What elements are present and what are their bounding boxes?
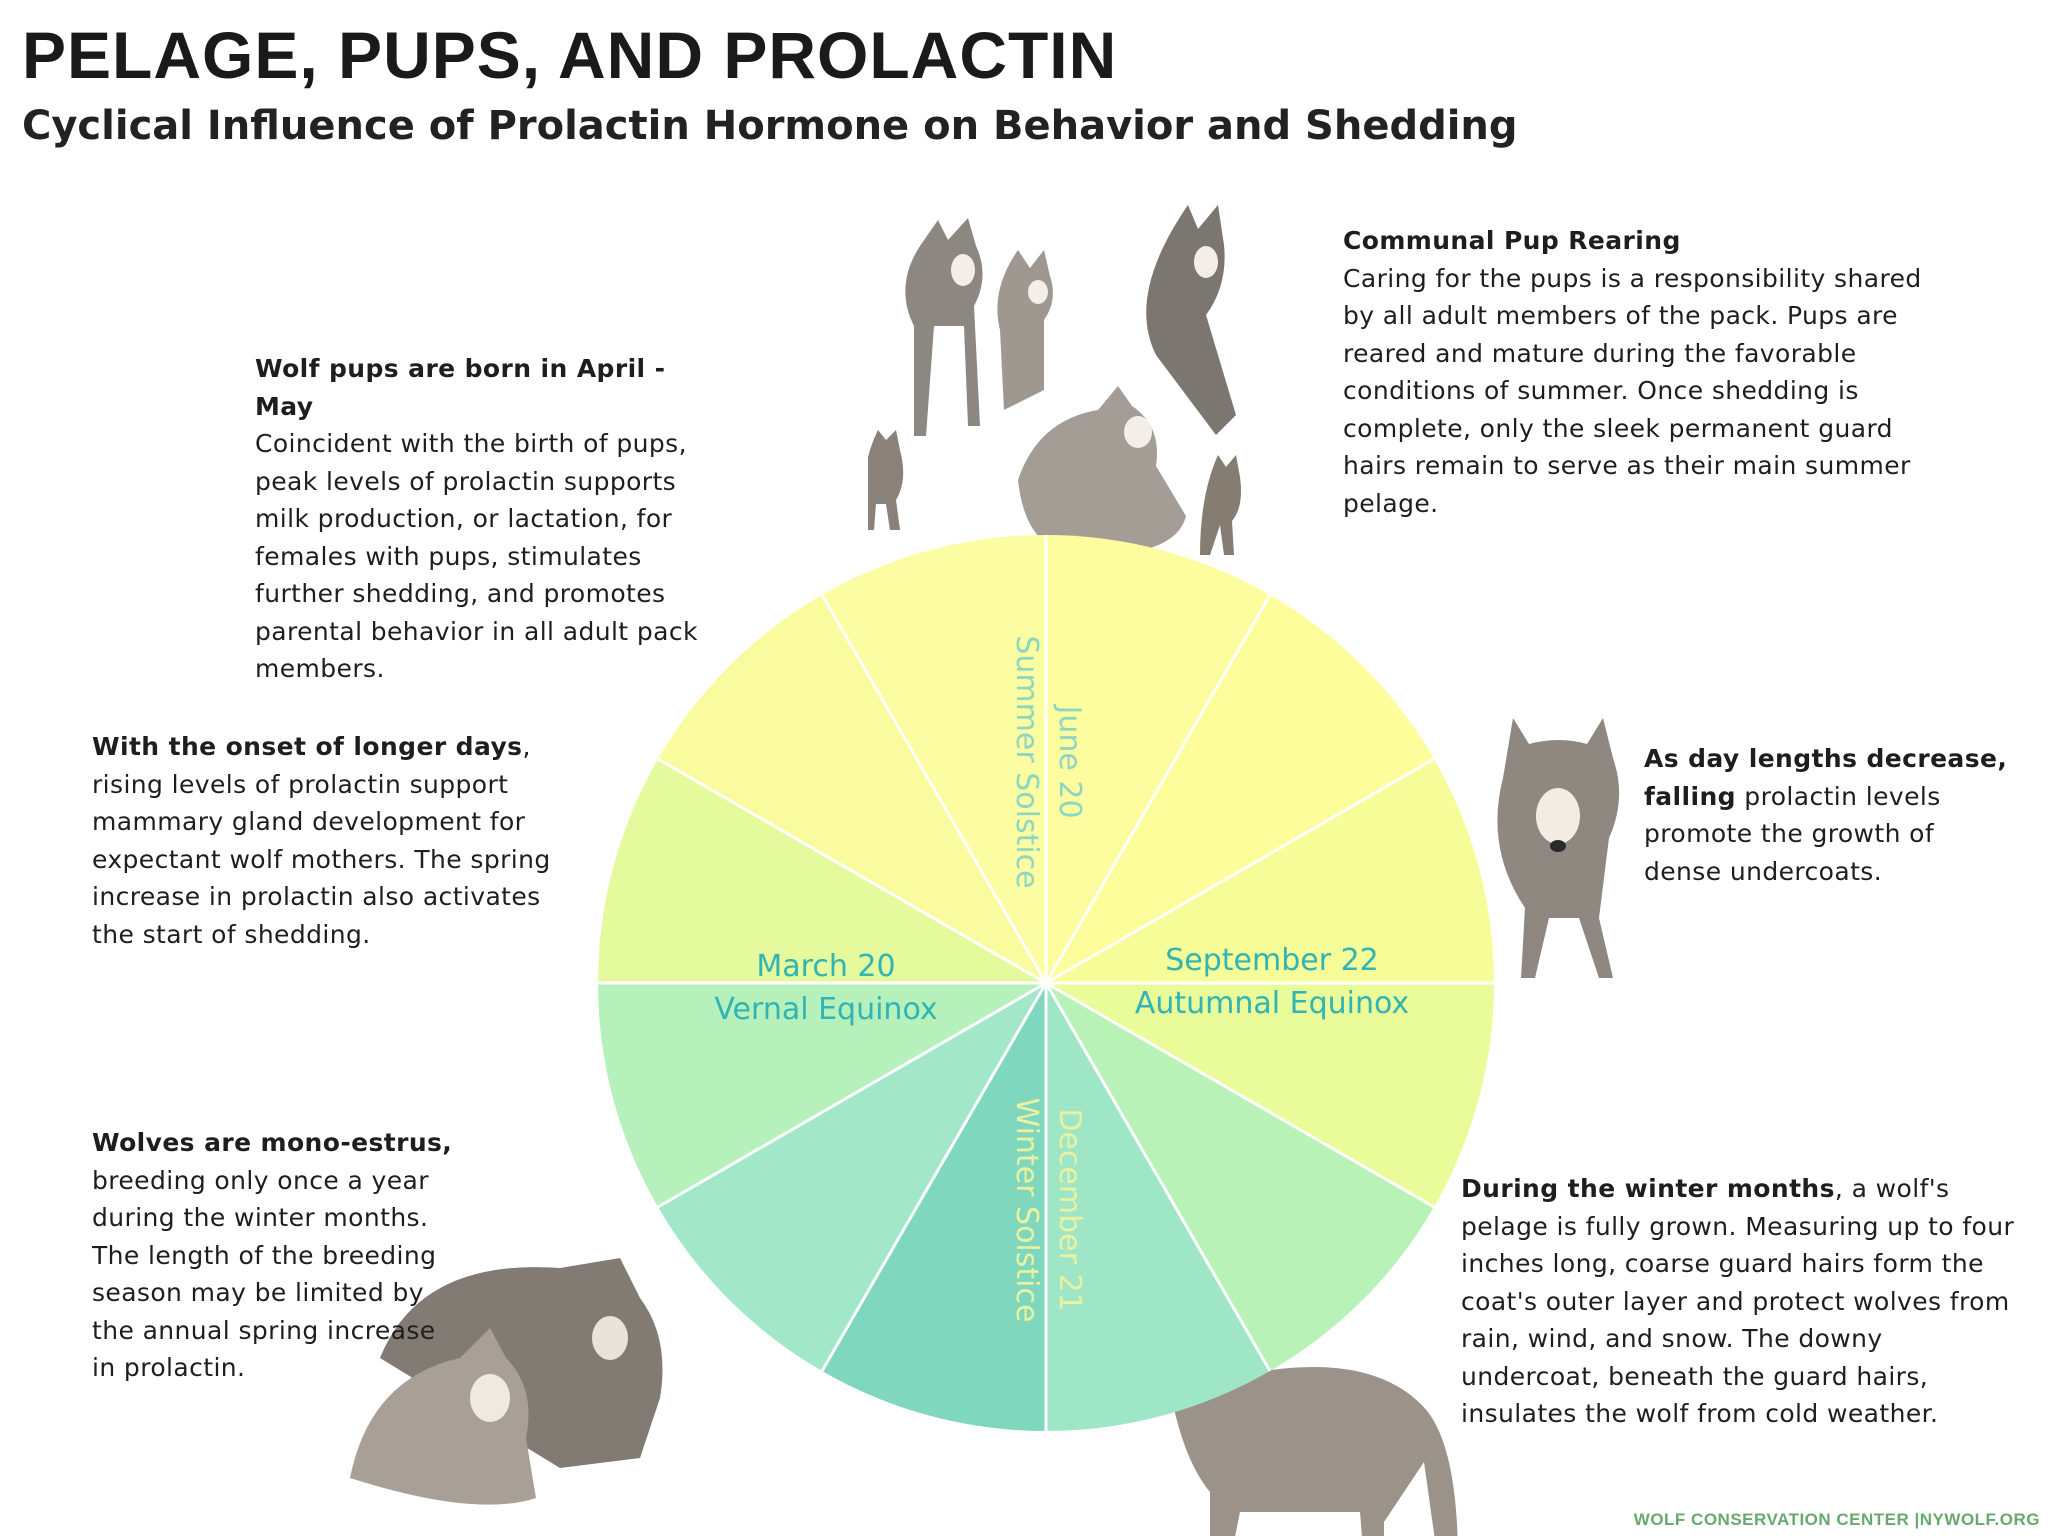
- wheel-sector: [658, 983, 1046, 1371]
- note-pups-born-body: Coincident with the birth of pups, peak …: [255, 429, 698, 683]
- wheel-divider: [820, 982, 1048, 1372]
- wheel-divider: [1044, 594, 1272, 984]
- note-winter-heading: During the winter months: [1461, 1174, 1835, 1203]
- wheel-divider: [1044, 982, 1272, 1372]
- wheel-sectors: [598, 535, 1494, 1431]
- wheel-divider: [657, 757, 1047, 985]
- note-longer-days: With the onset of longer days, rising le…: [92, 728, 552, 953]
- autumnal-date-label: September 22: [1165, 943, 1379, 978]
- note-winter: During the winter months, a wolf's pelag…: [1461, 1170, 2021, 1433]
- wheel-sector: [1046, 983, 1494, 1207]
- vernal-name-label: Vernal Equinox: [714, 992, 937, 1027]
- resting-wolf-pair-image: [350, 1258, 663, 1505]
- autumnal-name-label: Autumnal Equinox: [1135, 986, 1409, 1021]
- wheel-sector: [822, 983, 1046, 1431]
- page-subtitle: Cyclical Influence of Prolactin Hormone …: [22, 103, 1518, 149]
- page-title: PELAGE, PUPS, AND PROLACTIN: [22, 18, 1118, 92]
- wheel-sector: [1046, 759, 1494, 983]
- summer-date-label: June 20: [1052, 703, 1087, 818]
- note-decrease: As day lengths decrease, falling prolact…: [1644, 740, 2014, 890]
- winter-name-label: Winter Solstice: [1009, 1098, 1044, 1323]
- wheel-divider: [657, 981, 1047, 1209]
- wheel-sector: [658, 595, 1046, 983]
- wheel-sector: [598, 983, 1046, 1207]
- wheel-sector: [1046, 983, 1434, 1371]
- summer-name-label: Summer Solstice: [1009, 635, 1044, 888]
- footer-org: WOLF CONSERVATION CENTER: [1633, 1510, 1910, 1529]
- note-pups-born-heading: Wolf pups are born in April - May: [255, 354, 666, 421]
- wheel-dividers: [598, 535, 1494, 1431]
- note-mono-estrus: Wolves are mono-estrus, breeding only on…: [92, 1124, 462, 1387]
- wheel-divider: [820, 594, 1048, 984]
- footer-separator: |: [1914, 1510, 1920, 1529]
- note-longer-days-heading: With the onset of longer days: [92, 732, 523, 761]
- winter-date-label: December 21: [1052, 1108, 1087, 1311]
- note-communal: Communal Pup Rearing Caring for the pups…: [1343, 222, 1943, 522]
- wheel-sector: [598, 759, 1046, 983]
- wheel-sector: [1046, 983, 1270, 1431]
- note-winter-body: , a wolf's pelage is fully grown. Measur…: [1461, 1174, 2015, 1428]
- wheel-sector: [822, 535, 1046, 983]
- note-communal-body: Caring for the pups is a responsibility …: [1343, 263, 1922, 518]
- wheel-divider: [1045, 981, 1435, 1209]
- walking-wolf-image: [1497, 718, 1620, 978]
- note-communal-heading: Communal Pup Rearing: [1343, 226, 1681, 255]
- note-pups-born: Wolf pups are born in April - May Coinci…: [255, 350, 725, 688]
- note-longer-days-body: , rising levels of prolactin support mam…: [92, 732, 551, 949]
- footer-credit: WOLF CONSERVATION CENTER |NYWOLF.ORG: [1634, 1510, 2040, 1530]
- note-mono-estrus-heading: Wolves are mono-estrus,: [92, 1128, 453, 1157]
- note-decrease-heading: As day lengths decrease, falling: [1644, 744, 2008, 811]
- wheel-divider: [1045, 757, 1435, 985]
- note-decrease-body: prolactin levels promote the growth of d…: [1644, 781, 1941, 886]
- vernal-date-label: March 20: [756, 949, 895, 984]
- wheel-sector: [1046, 535, 1270, 983]
- footer-site: NYWOLF.ORG: [1919, 1510, 2040, 1529]
- note-mono-estrus-body: breeding only once a year during the win…: [92, 1165, 437, 1383]
- wheel-sector: [1046, 595, 1434, 983]
- wolf-pack-image: [868, 205, 1241, 556]
